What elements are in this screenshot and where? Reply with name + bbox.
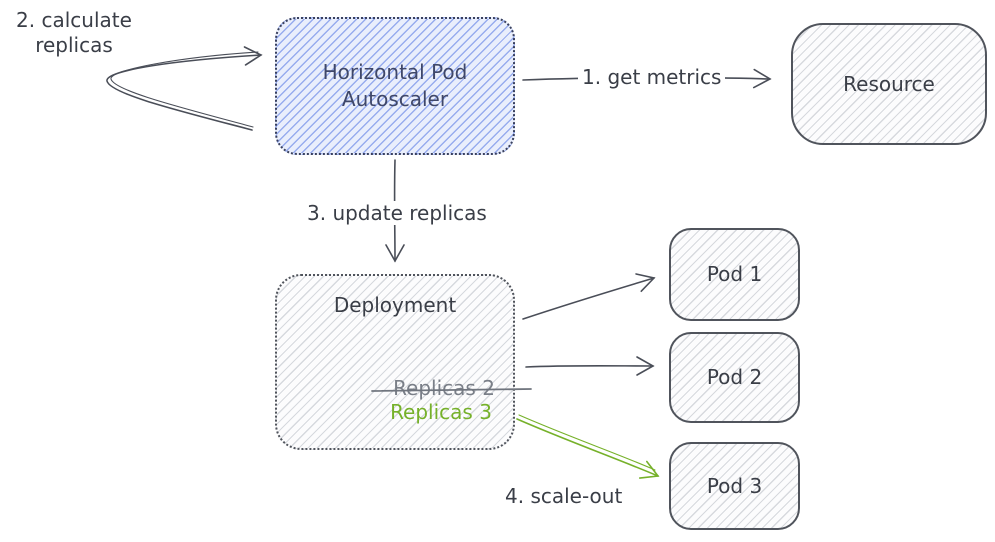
deployment-replicas-old: Replicas 2 [393, 376, 495, 400]
node-horizontal-pod-autoscaler: Horizontal Pod Autoscaler [275, 17, 515, 155]
arrow-scale-out [516, 418, 660, 479]
arrow-deployment-pod1 [522, 273, 656, 320]
pod1-label: Pod 1 [706, 262, 763, 286]
pod3-label: Pod 3 [706, 473, 763, 498]
resource-label: Resource [843, 71, 935, 96]
deployment-replicas-new: Replicas 3 [390, 400, 492, 424]
hpa-label: Horizontal Pod Autoscaler [322, 60, 468, 111]
arrow-calculate-replicas [106, 46, 263, 131]
node-pod-3: Pod 3 [669, 442, 800, 530]
label-update-replicas: 3. update replicas [303, 201, 491, 225]
arrow-scale-out-echo [518, 414, 656, 471]
node-pod-1: Pod 1 [669, 228, 800, 321]
node-deployment: Deployment [275, 274, 515, 450]
label-get-metrics: 1. get metrics [578, 65, 726, 89]
pod2-label: Pod 2 [706, 365, 763, 389]
arrow-calculate-replicas-echo [110, 51, 259, 128]
label-calculate-replicas: 2. calculate replicas [16, 8, 132, 57]
node-pod-2: Pod 2 [669, 332, 800, 423]
label-scale-out: 4. scale-out [505, 484, 623, 508]
node-resource: Resource [791, 23, 987, 145]
deployment-label: Deployment [333, 293, 457, 317]
arrow-deployment-pod2 [525, 356, 655, 376]
